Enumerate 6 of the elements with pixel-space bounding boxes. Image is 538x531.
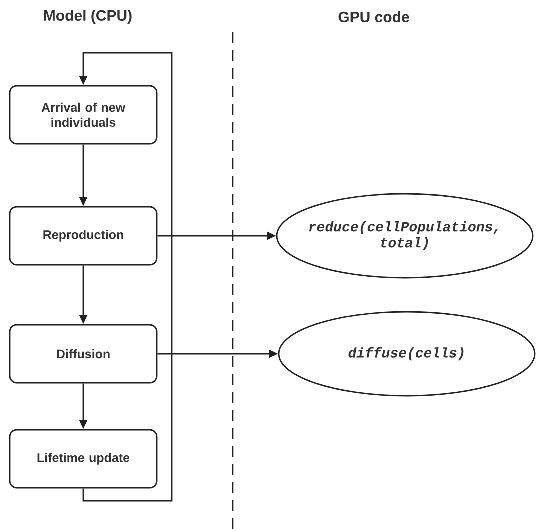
process-box: Reproduction — [9, 206, 158, 266]
process-box: Lifetime update — [9, 429, 158, 489]
process-box: Diffusion — [9, 324, 158, 384]
column-title: GPU code — [338, 12, 410, 22]
column-title: Model (CPU) — [44, 10, 132, 24]
process-box: Arrival of new individuals — [9, 85, 158, 145]
